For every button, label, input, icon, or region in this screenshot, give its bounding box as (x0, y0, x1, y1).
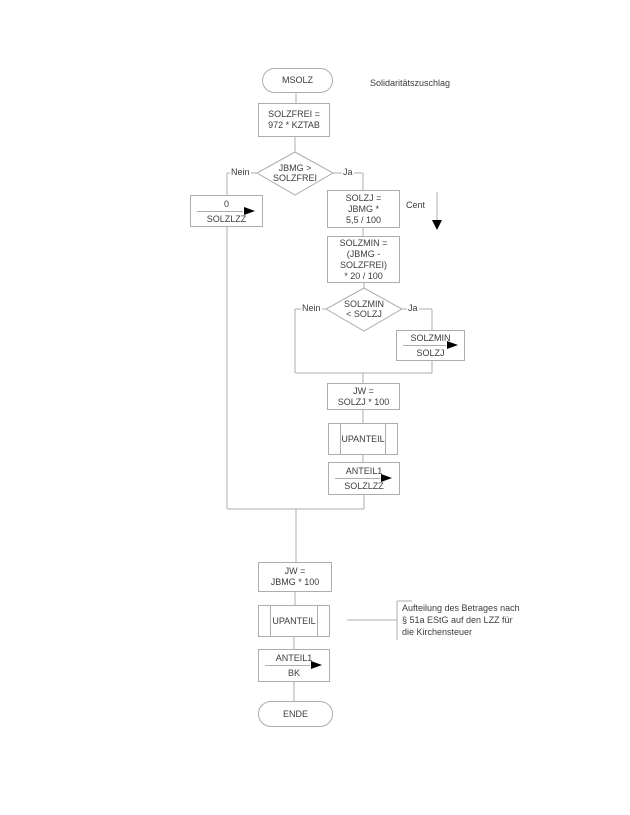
assign-arrowhead-icon (381, 474, 393, 482)
process-jw-solzj-label: JW = SOLZJ * 100 (337, 385, 390, 407)
assign-zero-source: 0 (223, 198, 229, 209)
process-jw-jbmg: JW = JBMG * 100 (258, 562, 332, 592)
assign-zero-target: SOLZLZZ (206, 213, 247, 224)
decision2-diamond (324, 287, 404, 332)
assign-arrowhead-icon (311, 661, 323, 669)
subroutine-upanteil-2: UPANTEIL (258, 605, 330, 637)
process-solzj-label: SOLZJ = JBMG * 5,5 / 100 (345, 192, 382, 225)
assign-anteil1-bk-target: BK (287, 668, 300, 678)
assign-arrow (335, 474, 393, 482)
subroutine-upanteil-1: UPANTEIL (328, 423, 398, 455)
subroutine-bar-left (270, 606, 271, 636)
assign-arrowhead-icon (243, 206, 255, 215)
assign-anteil1-source: ANTEIL1 (345, 466, 383, 476)
decision-jbmg-no-label: Nein (230, 167, 251, 178)
decision-solzmin-label: SOLZMIN < SOLZJ (343, 298, 384, 320)
assign-solzmin-source: SOLZMIN (410, 333, 451, 343)
decision-jbmg-yes-label: Ja (342, 167, 354, 178)
subroutine-bar-right (385, 424, 386, 454)
decision1-diamond (255, 151, 335, 196)
process-solzmin-label: SOLZMIN = (JBMG - SOLZFREI) * 20 / 100 (339, 237, 388, 281)
end-terminator: ENDE (258, 701, 333, 727)
end-label: ENDE (282, 708, 308, 719)
assign-solzmin-target: SOLZJ (416, 348, 445, 358)
assign-arrowhead-icon (446, 341, 458, 349)
process-jw-solzj: JW = SOLZJ * 100 (327, 383, 400, 410)
assign-anteil1-bk: ANTEIL1 BK (258, 649, 330, 682)
subroutine-upanteil-2-label: UPANTEIL (272, 615, 316, 626)
subroutine-upanteil-1-label: UPANTEIL (341, 433, 385, 444)
process-solzfrei-label: SOLZFREI = 972 * KZTAB (268, 109, 320, 130)
decision-jbmg-label: JBMG > SOLZFREI (272, 162, 317, 184)
subroutine-bar-right (317, 606, 318, 636)
assign-zero-solzlzz: 0 SOLZLZZ (190, 195, 263, 227)
process-jw-jbmg-label: JW = JBMG * 100 (270, 566, 320, 587)
process-solzfrei: SOLZFREI = 972 * KZTAB (258, 103, 330, 137)
start-label: MSOLZ (281, 75, 313, 85)
decision-solzmin-no-label: Nein (301, 303, 322, 314)
start-terminator: MSOLZ (262, 68, 333, 93)
assign-anteil1-target: SOLZLZZ (344, 481, 384, 491)
assign-solzmin-solzj: SOLZMIN SOLZJ (396, 330, 465, 361)
diagram-title: Solidaritätszuschlag (370, 78, 451, 88)
annotation-kirchensteuer: Aufteilung des Betrages nach § 51a EStG … (402, 603, 520, 637)
process-solzmin: SOLZMIN = (JBMG - SOLZFREI) * 20 / 100 (327, 236, 400, 283)
assign-arrow (197, 206, 255, 215)
cent-arrow-head (432, 220, 442, 230)
cent-label: Cent (406, 200, 426, 210)
assign-anteil1-bk-source: ANTEIL1 (275, 653, 313, 663)
assign-arrow (265, 661, 323, 669)
subroutine-bar-left (340, 424, 341, 454)
assign-arrow (403, 341, 458, 349)
decision-solzmin-yes-label: Ja (407, 303, 419, 314)
assign-anteil1-solzlzz: ANTEIL1 SOLZLZZ (328, 462, 400, 495)
process-solzj: SOLZJ = JBMG * 5,5 / 100 (327, 190, 400, 228)
